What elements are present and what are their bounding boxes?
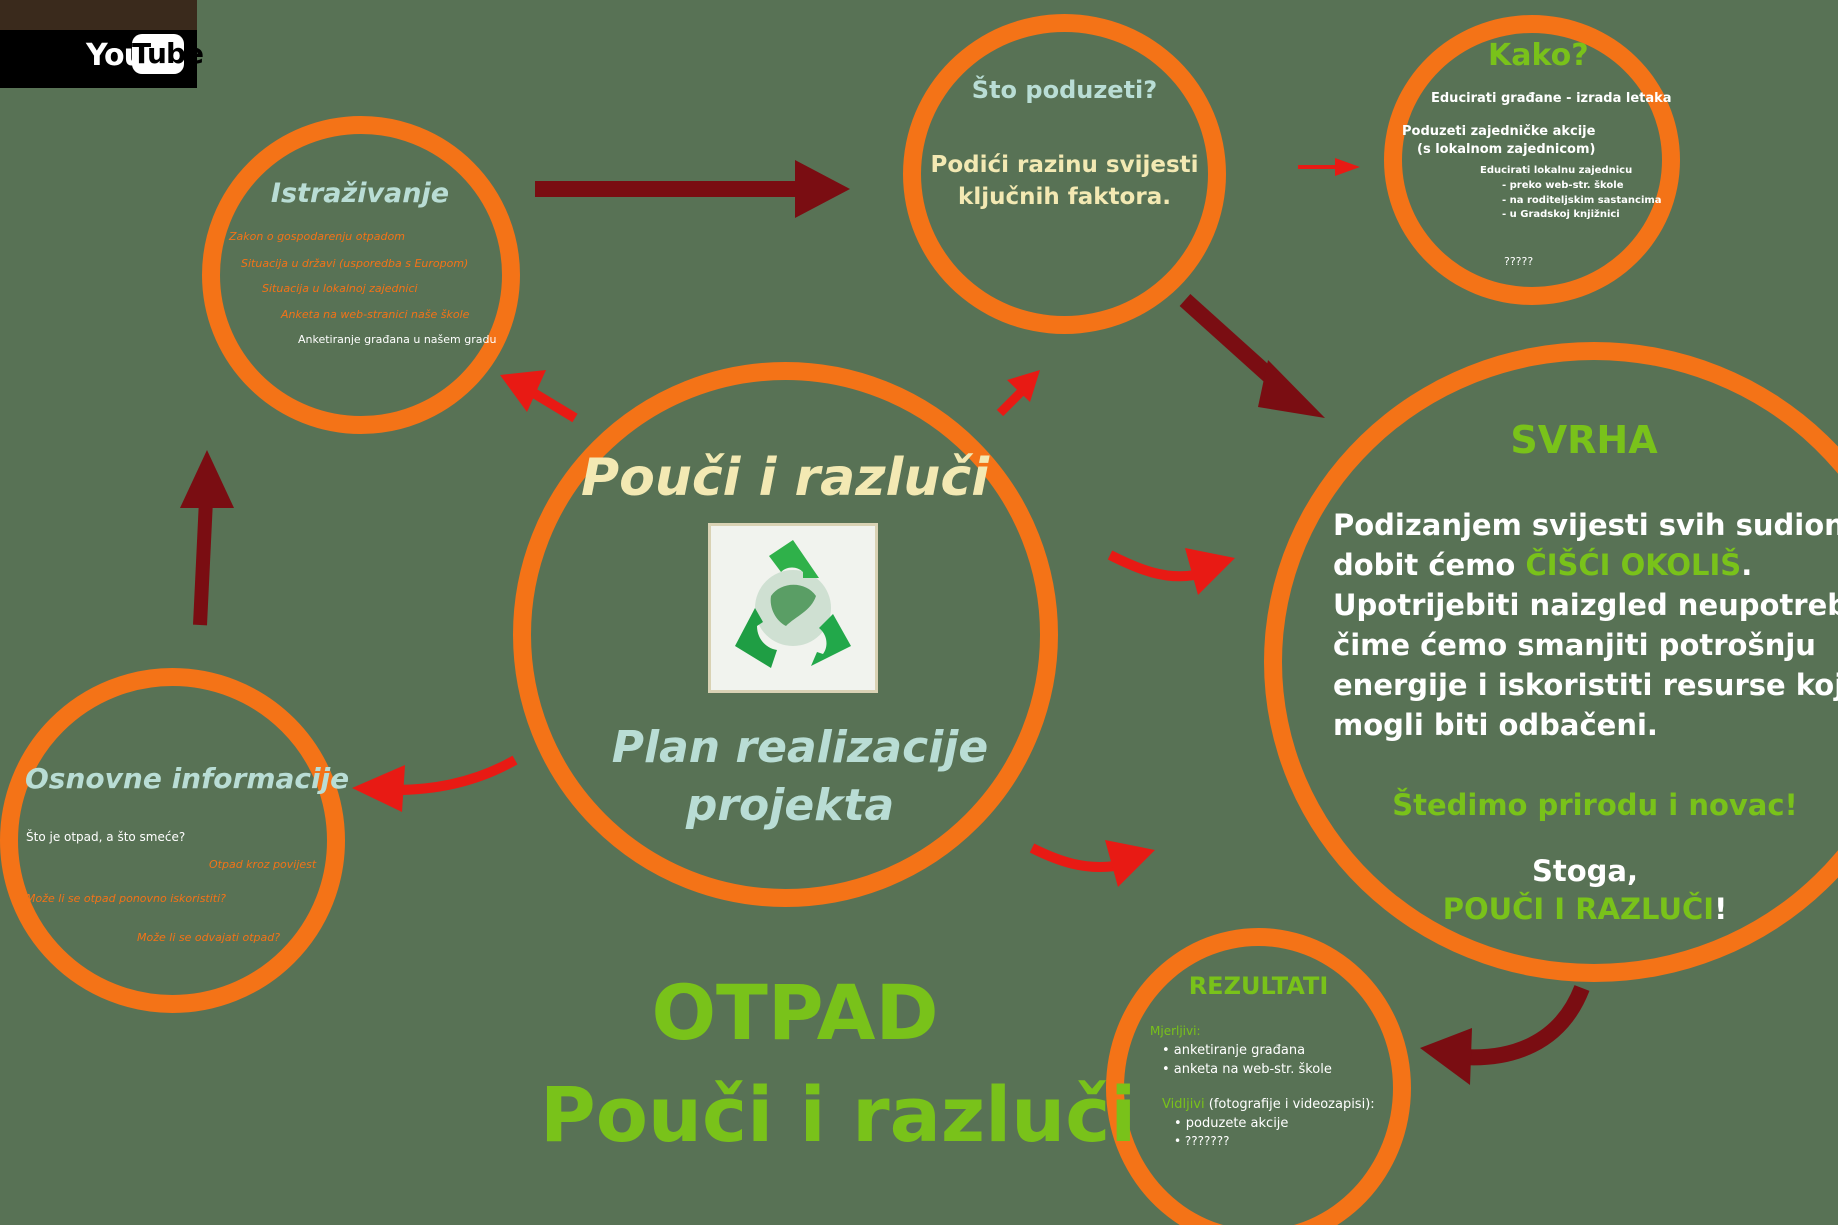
osnovne-item: Što je otpad, a što smeće? [26,830,186,844]
svrha-slogan: Štedimo prirodu i novac! [1392,788,1798,822]
osnovne-item: Otpad kroz povijest [209,858,317,871]
recycle-image [708,523,878,693]
osnovne-item: Može li se odvajati otpad? [137,931,281,944]
arrow-to-rezultati [1420,984,1590,1085]
arrow-center-to-osnovne [352,755,518,812]
rezultati-title: REZULTATI [1188,972,1329,1000]
rezultati-item: • anketa na web-str. škole [1162,1062,1332,1077]
istrazivanje-item: Anketiranje građana u našem gradu [298,333,497,346]
rezultati-vidljivi-label: Vidljivi [1162,1097,1205,1112]
svrha-line-part: dobit ćemo [1333,548,1526,582]
bottom-title-otpad: OTPAD [651,968,939,1057]
svrha-final: POUČI I RAZLUČI! [1380,892,1790,926]
istrazivanje-title: Istraživanje [270,178,450,209]
svrha-stoga: Stoga, [1531,854,1639,888]
bottom-title-pouci: Pouči i razluči [540,1070,1137,1159]
rezultati-item: • poduzete akcije [1174,1116,1289,1131]
youtube-tube-text: Tube [132,34,204,74]
recycle-globe-icon [735,540,851,668]
rezultati-item: • ??????? [1174,1134,1230,1148]
kako-line: - u Gradskoj knjižnici [1502,209,1620,220]
arrow-center-to-rezultati [1029,840,1155,887]
svrha-line: dobit ćemo ČIŠĆI OKOLIŠ. [1333,545,1838,585]
sto-poduzeti-title: Što poduzeti? [971,76,1158,104]
osnovne-item: Može li se otpad ponovno iskoristiti? [26,892,227,905]
center-subtitle-line2: projekta [685,780,895,831]
sto-poduzeti-line1: Podići razinu svijesti [930,152,1199,178]
kako-line: (s lokalnom zajednicom) [1417,142,1596,157]
rezultati-vidljivi: Vidljivi (fotografije i videozapisi): [1162,1097,1375,1112]
rezultati-item: • anketiranje građana [1162,1043,1306,1058]
svrha-line: Podizanjem svijesti svih sudionika - [1333,508,1838,542]
svrha-paragraph: Podizanjem svijesti svih sudionika - dob… [1333,505,1838,745]
rezultati-mjerljivi: Mjerljivi: [1150,1024,1201,1038]
svrha-highlight: ČIŠĆI OKOLIŠ [1525,548,1742,582]
istrazivanje-item: Anketa na web-stranici naše škole [281,308,470,321]
center-title: Pouči i razluči [580,448,990,508]
arrow-sto-to-kako [1298,158,1360,176]
osnovne-title: Osnovne informacije [25,762,350,795]
kako-line: Educirati građane - izrada letaka [1431,91,1672,106]
arrow-center-to-istrazivanje [500,370,578,423]
kako-line: Educirati lokalnu zajednicu [1480,165,1633,176]
istrazivanje-circle[interactable] [202,116,520,434]
svrha-final-text: POUČI I RAZLUČI [1442,892,1715,926]
arrow-to-svrha [1179,294,1325,418]
svrha-line: čime ćemo smanjiti potrošnju [1333,628,1816,662]
svrha-final-excl: ! [1714,892,1728,926]
kako-line: Poduzeti zajedničke akcije [1402,124,1596,139]
istrazivanje-item: Situacija u lokalnoj zajednici [262,282,418,295]
svrha-line: energije i iskoristiti resurse koji su [1333,668,1838,702]
svrha-line: Upotrijebiti naizgled neupotrebljivo [1333,588,1838,622]
arrow-to-istrazivanje [180,450,234,626]
rezultati-vidljivi-rest: (fotografije i videozapisi): [1204,1097,1375,1112]
istrazivanje-item: Situacija u državi (usporedba s Europom) [241,257,469,270]
video-thumbnail-strip [0,0,197,30]
youtube-logo[interactable]: You Tube [0,0,204,88]
svrha-line: mogli biti odbačeni. [1333,708,1658,742]
arrow-to-sto-poduzeti [535,160,850,218]
center-subtitle-line1: Plan realizacije [611,722,989,773]
kako-line: - na roditeljskim sastancima [1502,195,1662,206]
sto-poduzeti-line2: ključnih faktora. [958,184,1171,210]
istrazivanje-item: Zakon o gospodarenju otpadom [229,230,405,243]
arrow-center-to-sto-poduzeti [996,370,1040,417]
arrow-center-to-svrha [1107,548,1235,595]
svrha-line-part: . [1741,548,1753,582]
kako-line: ????? [1504,255,1534,268]
svrha-title: SVRHA [1510,418,1658,462]
kako-line: - preko web-str. škole [1502,180,1624,191]
kako-title: Kako? [1488,38,1589,73]
